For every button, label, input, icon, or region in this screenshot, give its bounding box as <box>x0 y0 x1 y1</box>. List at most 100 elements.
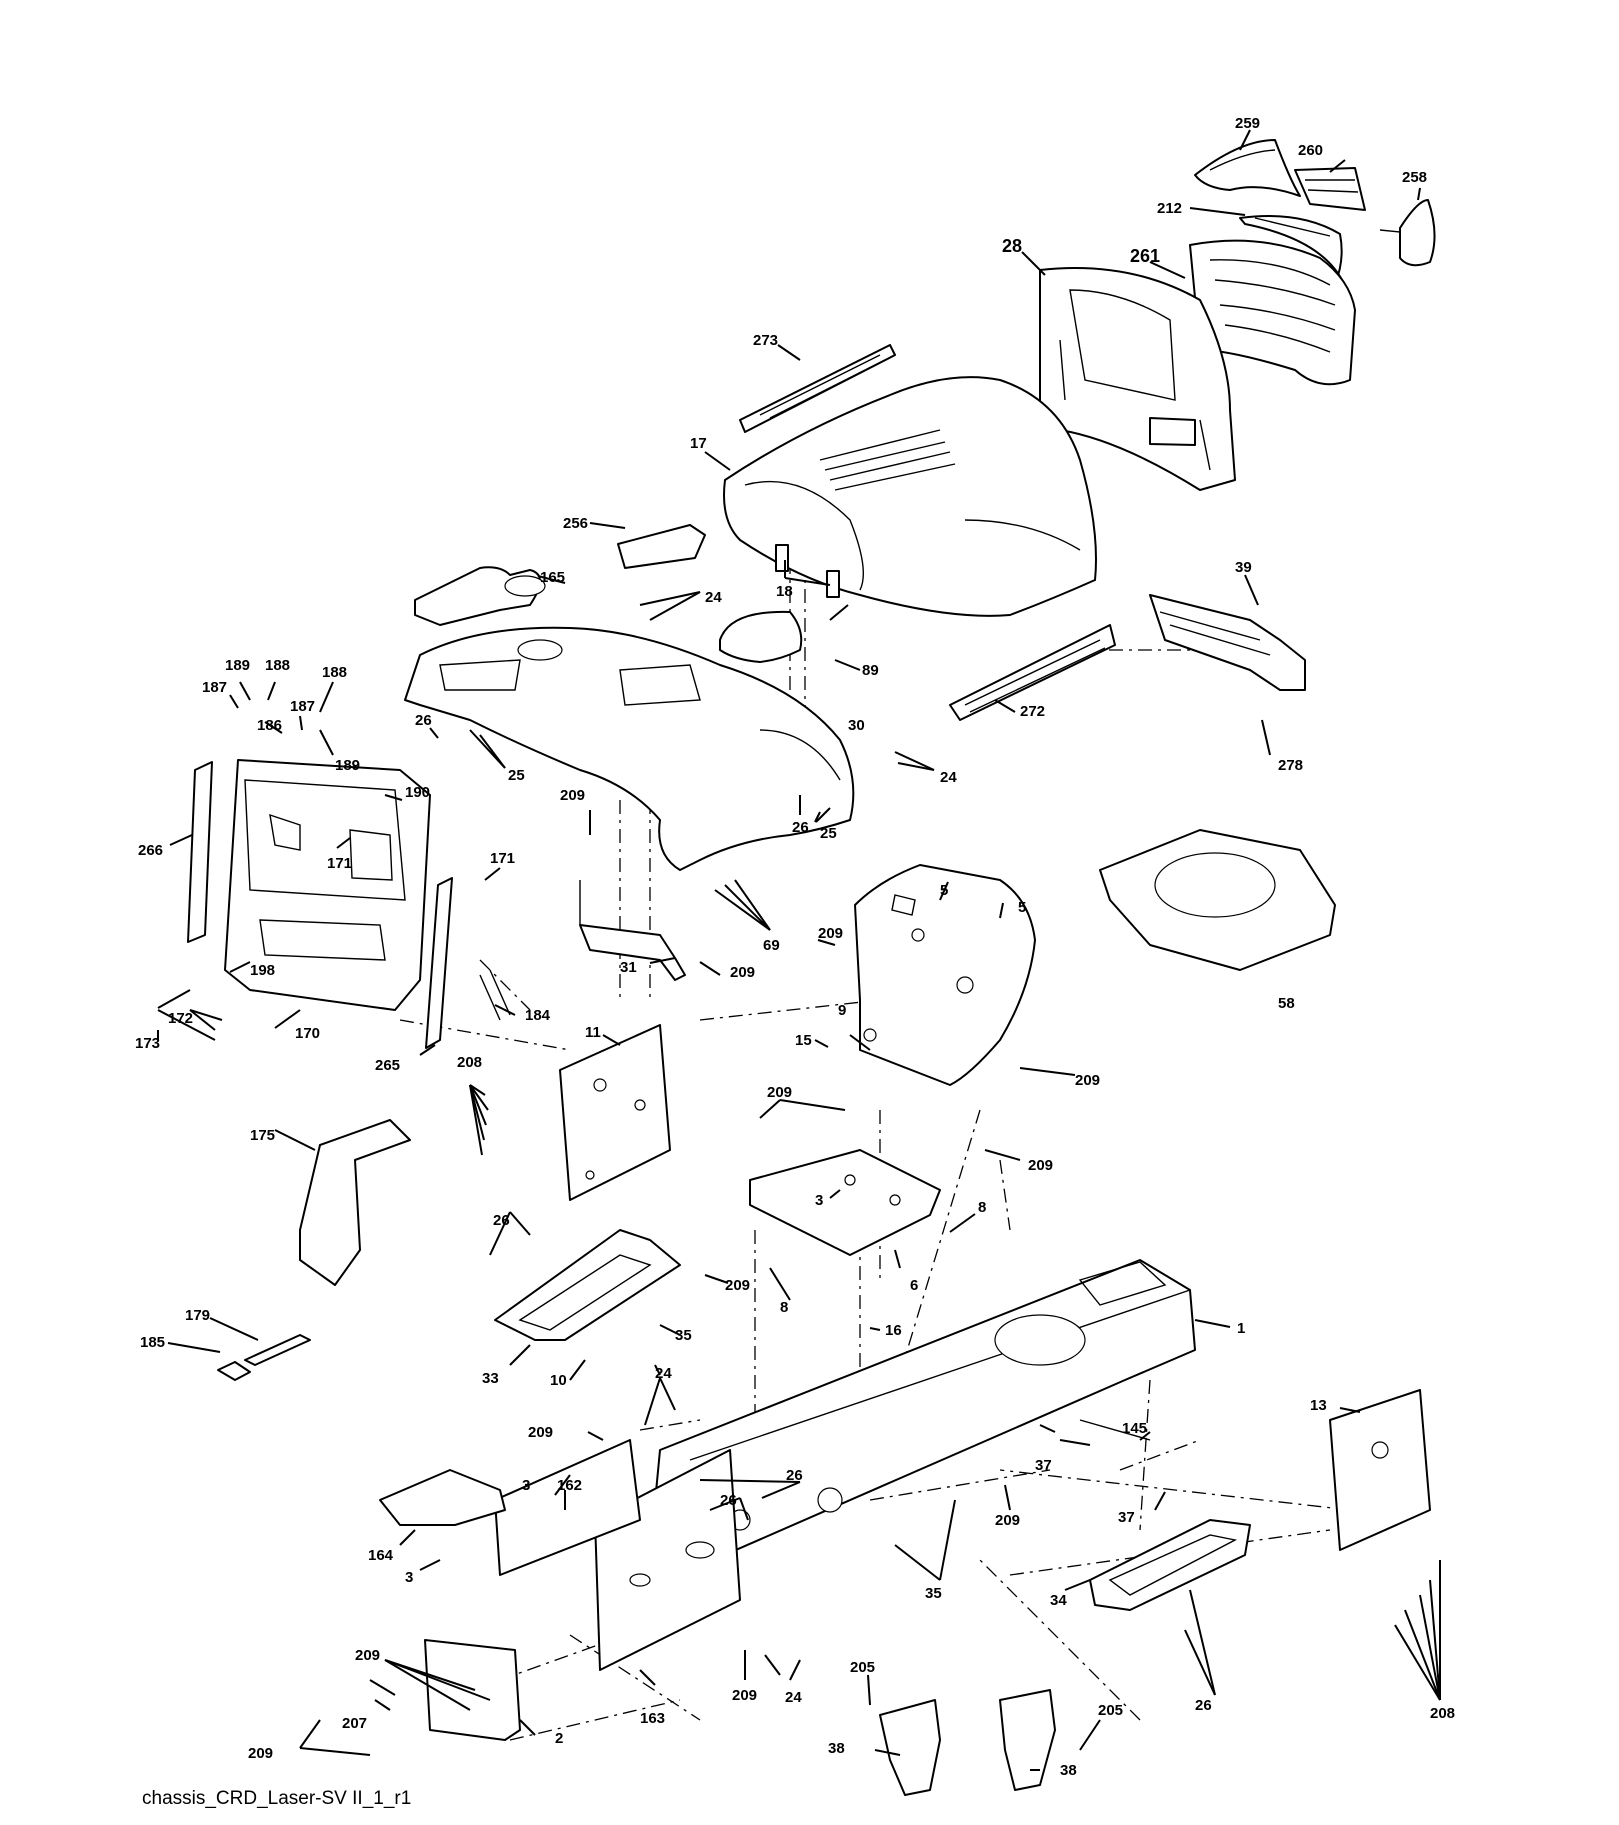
callout-26: 26 <box>786 1467 803 1484</box>
part-38-bracket-right <box>999 1689 1056 1791</box>
callout-145: 145 <box>1122 1420 1147 1437</box>
callout-208: 208 <box>457 1054 482 1071</box>
callout-69: 69 <box>763 937 780 954</box>
part-162-side-plate <box>494 1439 641 1576</box>
callout-209: 209 <box>1028 1157 1053 1174</box>
callout-17: 17 <box>690 435 707 452</box>
callout-28: 28 <box>1002 236 1022 256</box>
callout-5: 5 <box>1018 899 1026 916</box>
callout-25: 25 <box>820 825 837 842</box>
callout-35: 35 <box>925 1585 942 1602</box>
callout-162: 162 <box>557 1477 582 1494</box>
callout-205: 205 <box>1098 1702 1123 1719</box>
part-185-pedal <box>217 1361 251 1381</box>
callout-35: 35 <box>675 1327 692 1344</box>
callout-10: 10 <box>550 1372 567 1389</box>
callout-209: 209 <box>730 964 755 981</box>
part-272-grille-strip <box>949 624 1116 721</box>
part-145-rod <box>1079 1419 1151 1441</box>
part-184-rod <box>479 969 511 1021</box>
callout-278: 278 <box>1278 757 1303 774</box>
callout-15: 15 <box>795 1032 812 1049</box>
part-31-bracket <box>579 880 686 981</box>
part-164-plate <box>379 1469 506 1526</box>
callout-171: 171 <box>327 855 352 872</box>
callout-163: 163 <box>640 1710 665 1727</box>
callout-209: 209 <box>560 787 585 804</box>
callout-207: 207 <box>342 1715 367 1732</box>
callout-labels: 259 260 258 212 28 261 273 17 256 18 165… <box>135 115 1455 1779</box>
part-261-grille <box>1189 239 1356 386</box>
callout-1: 1 <box>1237 1320 1245 1337</box>
part-38-bracket-left <box>879 1699 941 1796</box>
part-170-dash-panel <box>224 759 431 1011</box>
leader-lines <box>157 129 1441 1771</box>
callout-89: 89 <box>862 662 879 679</box>
callout-209: 209 <box>995 1512 1020 1529</box>
part-28-dash-front <box>1039 267 1236 491</box>
callout-37: 37 <box>1118 1509 1135 1526</box>
callout-273: 273 <box>753 332 778 349</box>
callout-171: 171 <box>490 850 515 867</box>
part-273-vent-strip <box>739 344 896 433</box>
callout-26: 26 <box>720 1492 737 1509</box>
callout-186: 186 <box>257 717 282 734</box>
callout-272: 272 <box>1020 703 1045 720</box>
callout-188: 188 <box>322 664 347 681</box>
callout-188: 188 <box>265 657 290 674</box>
callout-13: 13 <box>1310 1397 1327 1414</box>
callout-209: 209 <box>818 925 843 942</box>
part-258-cap <box>1379 199 1436 267</box>
part-6-plate <box>749 1149 941 1256</box>
callout-265: 265 <box>375 1057 400 1074</box>
callout-258: 258 <box>1402 169 1427 186</box>
part-89-pad <box>719 610 803 663</box>
callout-58: 58 <box>1278 995 1295 1012</box>
callout-30: 30 <box>848 717 865 734</box>
callout-187: 187 <box>290 698 315 715</box>
callout-5: 5 <box>940 882 948 899</box>
callout-209: 209 <box>1075 1072 1100 1089</box>
callout-3: 3 <box>405 1569 413 1586</box>
callout-165: 165 <box>540 569 565 586</box>
part-259-shroud <box>1194 139 1301 197</box>
callout-190: 190 <box>405 784 430 801</box>
callout-34: 34 <box>1050 1592 1067 1609</box>
callout-11: 11 <box>585 1024 601 1041</box>
callout-187: 187 <box>202 679 227 696</box>
callout-259: 259 <box>1235 115 1260 132</box>
callout-26: 26 <box>792 819 809 836</box>
part-17-hood <box>723 376 1097 617</box>
diagram-caption: chassis_CRD_Laser-SV II_1_r1 <box>142 1788 412 1809</box>
callout-209: 209 <box>355 1647 380 1664</box>
callout-208: 208 <box>1430 1705 1455 1722</box>
part-11-panel <box>559 1024 671 1201</box>
callout-9: 9 <box>838 1002 846 1019</box>
callout-38: 38 <box>828 1740 845 1757</box>
part-256-cover <box>617 524 706 569</box>
callout-185: 185 <box>140 1334 165 1351</box>
part-39-bracket <box>1149 594 1306 691</box>
callout-24: 24 <box>655 1365 672 1382</box>
callout-184: 184 <box>525 1007 551 1024</box>
callout-16: 16 <box>885 1322 902 1339</box>
callout-38: 38 <box>1060 1762 1077 1779</box>
callout-260: 260 <box>1298 142 1323 159</box>
part-33-footrest <box>494 1229 681 1341</box>
part-9-dash <box>854 864 1036 1086</box>
part-165-tray <box>414 566 546 626</box>
callout-24: 24 <box>940 769 957 786</box>
callout-6: 6 <box>910 1277 918 1294</box>
callout-209: 209 <box>732 1687 757 1704</box>
callout-170: 170 <box>295 1025 320 1042</box>
callout-24: 24 <box>705 589 722 606</box>
part-175-shield <box>299 1119 411 1286</box>
callout-172: 172 <box>168 1010 193 1027</box>
part-265-strip <box>425 877 453 1049</box>
callout-256: 256 <box>563 515 588 532</box>
callout-198: 198 <box>250 962 275 979</box>
callout-209: 209 <box>248 1745 273 1762</box>
callout-179: 179 <box>185 1307 210 1324</box>
callout-39: 39 <box>1235 559 1252 576</box>
